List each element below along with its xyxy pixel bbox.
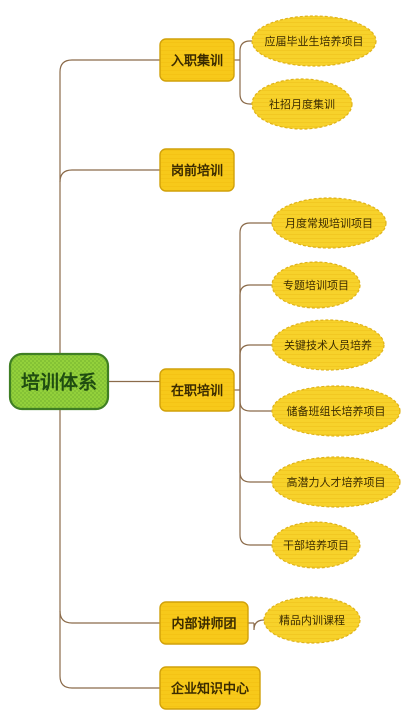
root-label: 培训体系 (21, 371, 97, 394)
root-node[interactable]: 培训体系 (8, 352, 110, 411)
leaf-connector (239, 284, 272, 390)
leaf-connector (239, 222, 272, 390)
branch-node-lecturers[interactable]: 内部讲师团 (159, 601, 249, 645)
branch-node-onboarding[interactable]: 入职集训 (159, 38, 235, 82)
leaf-node[interactable]: 精品内训课程 (263, 596, 361, 644)
branch-label: 入职集训 (171, 53, 223, 69)
trunk-top-connector (59, 59, 160, 354)
leaf-node[interactable]: 高潜力人才培养项目 (271, 456, 401, 508)
trunk-bottom-connector (59, 409, 160, 689)
leaf-label: 关键技术人员培养 (284, 338, 372, 352)
leaf-node[interactable]: 专题培训项目 (271, 261, 361, 309)
leaf-node[interactable]: 月度常规培训项目 (271, 197, 387, 249)
branch-label: 在职培训 (171, 383, 223, 399)
leaf-connector (239, 60, 252, 105)
leaf-label: 高潜力人才培养项目 (287, 475, 386, 489)
leaf-node[interactable]: 关键技术人员培养 (271, 319, 385, 371)
branch-connector (59, 169, 160, 183)
branch-node-on-job[interactable]: 在职培训 (159, 368, 235, 412)
leaf-connector (239, 344, 272, 390)
leaf-label: 社招月度集训 (269, 97, 335, 111)
leaf-connector (253, 619, 265, 631)
leaf-node[interactable]: 社招月度集训 (251, 78, 353, 130)
branch-label: 内部讲师团 (171, 616, 236, 632)
leaf-label: 储备班组长培养项目 (287, 404, 386, 418)
leaf-label: 精品内训课程 (279, 613, 345, 627)
leaf-label: 应届毕业生培养项目 (265, 34, 364, 48)
leaf-connector (239, 390, 272, 412)
leaf-connector (239, 390, 272, 546)
branch-connector (59, 610, 160, 624)
branch-label: 企业知识中心 (170, 681, 249, 697)
leaf-node[interactable]: 应届毕业生培养项目 (251, 15, 377, 67)
leaf-label: 干部培养项目 (283, 538, 349, 552)
leaf-node[interactable]: 干部培养项目 (271, 521, 361, 569)
branch-label: 岗前培训 (171, 163, 223, 179)
leaf-node[interactable]: 储备班组长培养项目 (271, 385, 401, 437)
leaf-label: 专题培训项目 (283, 278, 349, 292)
branch-node-pre-job[interactable]: 岗前培训 (159, 148, 235, 192)
leaf-connector (239, 40, 252, 60)
connector-lines (59, 40, 272, 689)
branch-node-knowledge[interactable]: 企业知识中心 (159, 666, 261, 710)
leaf-label: 月度常规培训项目 (285, 216, 373, 230)
leaf-connector (239, 390, 272, 483)
